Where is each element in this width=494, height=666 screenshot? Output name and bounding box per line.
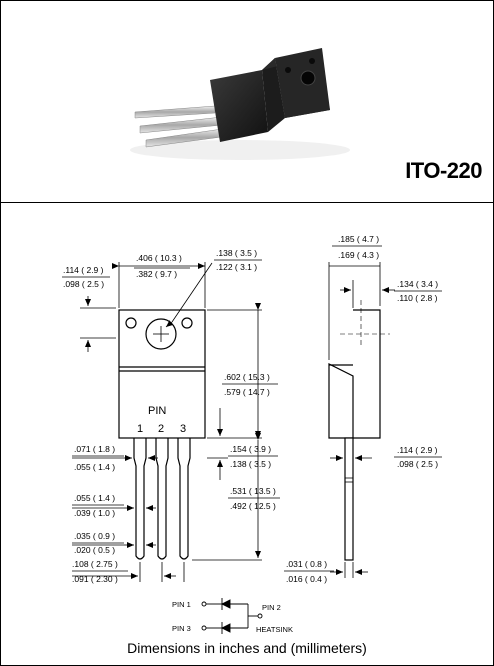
dim-tab-thk-max: .134 ( 3.4 ) bbox=[397, 279, 438, 289]
dim-pitch-max: .108 ( 2.75 ) bbox=[72, 559, 118, 569]
front-dimension-lines bbox=[72, 262, 262, 582]
schem-heatsink: HEATSINK bbox=[256, 625, 293, 634]
pin-number-1: 1 bbox=[137, 423, 143, 435]
dim-lead-len-max: .531 ( 13.5 ) bbox=[230, 486, 276, 496]
side-dimension-text: .185 ( 4.7 ) .169 ( 4.3 ) .134 ( 3.4 ) .… bbox=[286, 234, 438, 584]
dim-shoulder-min: .138 ( 3.5 ) bbox=[230, 459, 271, 469]
dim-body-len-min: .579 ( 14.7 ) bbox=[224, 387, 270, 397]
schem-pin2: PIN 2 bbox=[262, 603, 281, 612]
dim-thick-max: .185 ( 4.7 ) bbox=[338, 234, 379, 244]
schem-pin1: PIN 1 bbox=[172, 600, 191, 609]
dim-lead-len-min: .492 ( 12.5 ) bbox=[230, 501, 276, 511]
dim-step-min: .098 ( 2.5 ) bbox=[397, 459, 438, 469]
pin-title: PIN bbox=[148, 405, 166, 417]
dim-lead-w-min: .020 ( 0.5 ) bbox=[74, 545, 115, 555]
package-label: ITO-220 bbox=[405, 158, 482, 183]
dim-pitch-min: .091 ( 2.30 ) bbox=[72, 574, 118, 584]
dim-body-len-max: .602 ( 15.3 ) bbox=[224, 372, 270, 382]
dim-lead-upper-min: .055 ( 1.4 ) bbox=[74, 462, 115, 472]
side-view bbox=[328, 300, 390, 561]
dim-hole-max: .138 ( 3.5 ) bbox=[216, 248, 257, 258]
front-dimension-text: .406 ( 10.3 ) .382 ( 9.7 ) .138 ( 3.5 ) … bbox=[63, 248, 276, 584]
dim-tab-top-max: .114 ( 2.9 ) bbox=[63, 265, 104, 275]
section-divider bbox=[0, 202, 494, 203]
front-view bbox=[118, 309, 206, 560]
dim-lead-thk-min: .016 ( 0.4 ) bbox=[286, 574, 327, 584]
fraction-bars bbox=[62, 245, 442, 572]
dim-lead-thk-max: .031 ( 0.8 ) bbox=[286, 559, 327, 569]
dim-lead-w-max: .035 ( 0.9 ) bbox=[74, 531, 115, 541]
schematic-labels: PIN 1 PIN 2 PIN 3 HEATSINK bbox=[172, 600, 293, 634]
dim-thick-min: .169 ( 4.3 ) bbox=[338, 250, 379, 260]
dim-width-min: .382 ( 9.7 ) bbox=[136, 269, 177, 279]
component-photo bbox=[130, 48, 350, 160]
dimensions-caption: Dimensions in inches and (millimeters) bbox=[127, 640, 367, 656]
dim-hole-min: .122 ( 3.1 ) bbox=[216, 262, 257, 272]
pin-number-2: 2 bbox=[158, 423, 164, 435]
dim-lead-upper-max: .071 ( 1.8 ) bbox=[74, 444, 115, 454]
dim-tab-top-min: .098 ( 2.5 ) bbox=[63, 279, 104, 289]
dim-shoulder-max: .154 ( 3.9 ) bbox=[230, 444, 271, 454]
dim-tab-thk-min: .110 ( 2.8 ) bbox=[397, 293, 438, 303]
schem-pin3: PIN 3 bbox=[172, 624, 191, 633]
pin-number-3: 3 bbox=[180, 423, 186, 435]
dim-step-max: .114 ( 2.9 ) bbox=[397, 445, 438, 455]
dim-lead-mid-min: .039 ( 1.0 ) bbox=[74, 508, 115, 518]
side-dimension-lines bbox=[328, 262, 395, 578]
dim-width-max: .406 ( 10.3 ) bbox=[136, 253, 182, 263]
dim-lead-mid-max: .055 ( 1.4 ) bbox=[74, 493, 115, 503]
pinout-schematic bbox=[201, 598, 263, 634]
